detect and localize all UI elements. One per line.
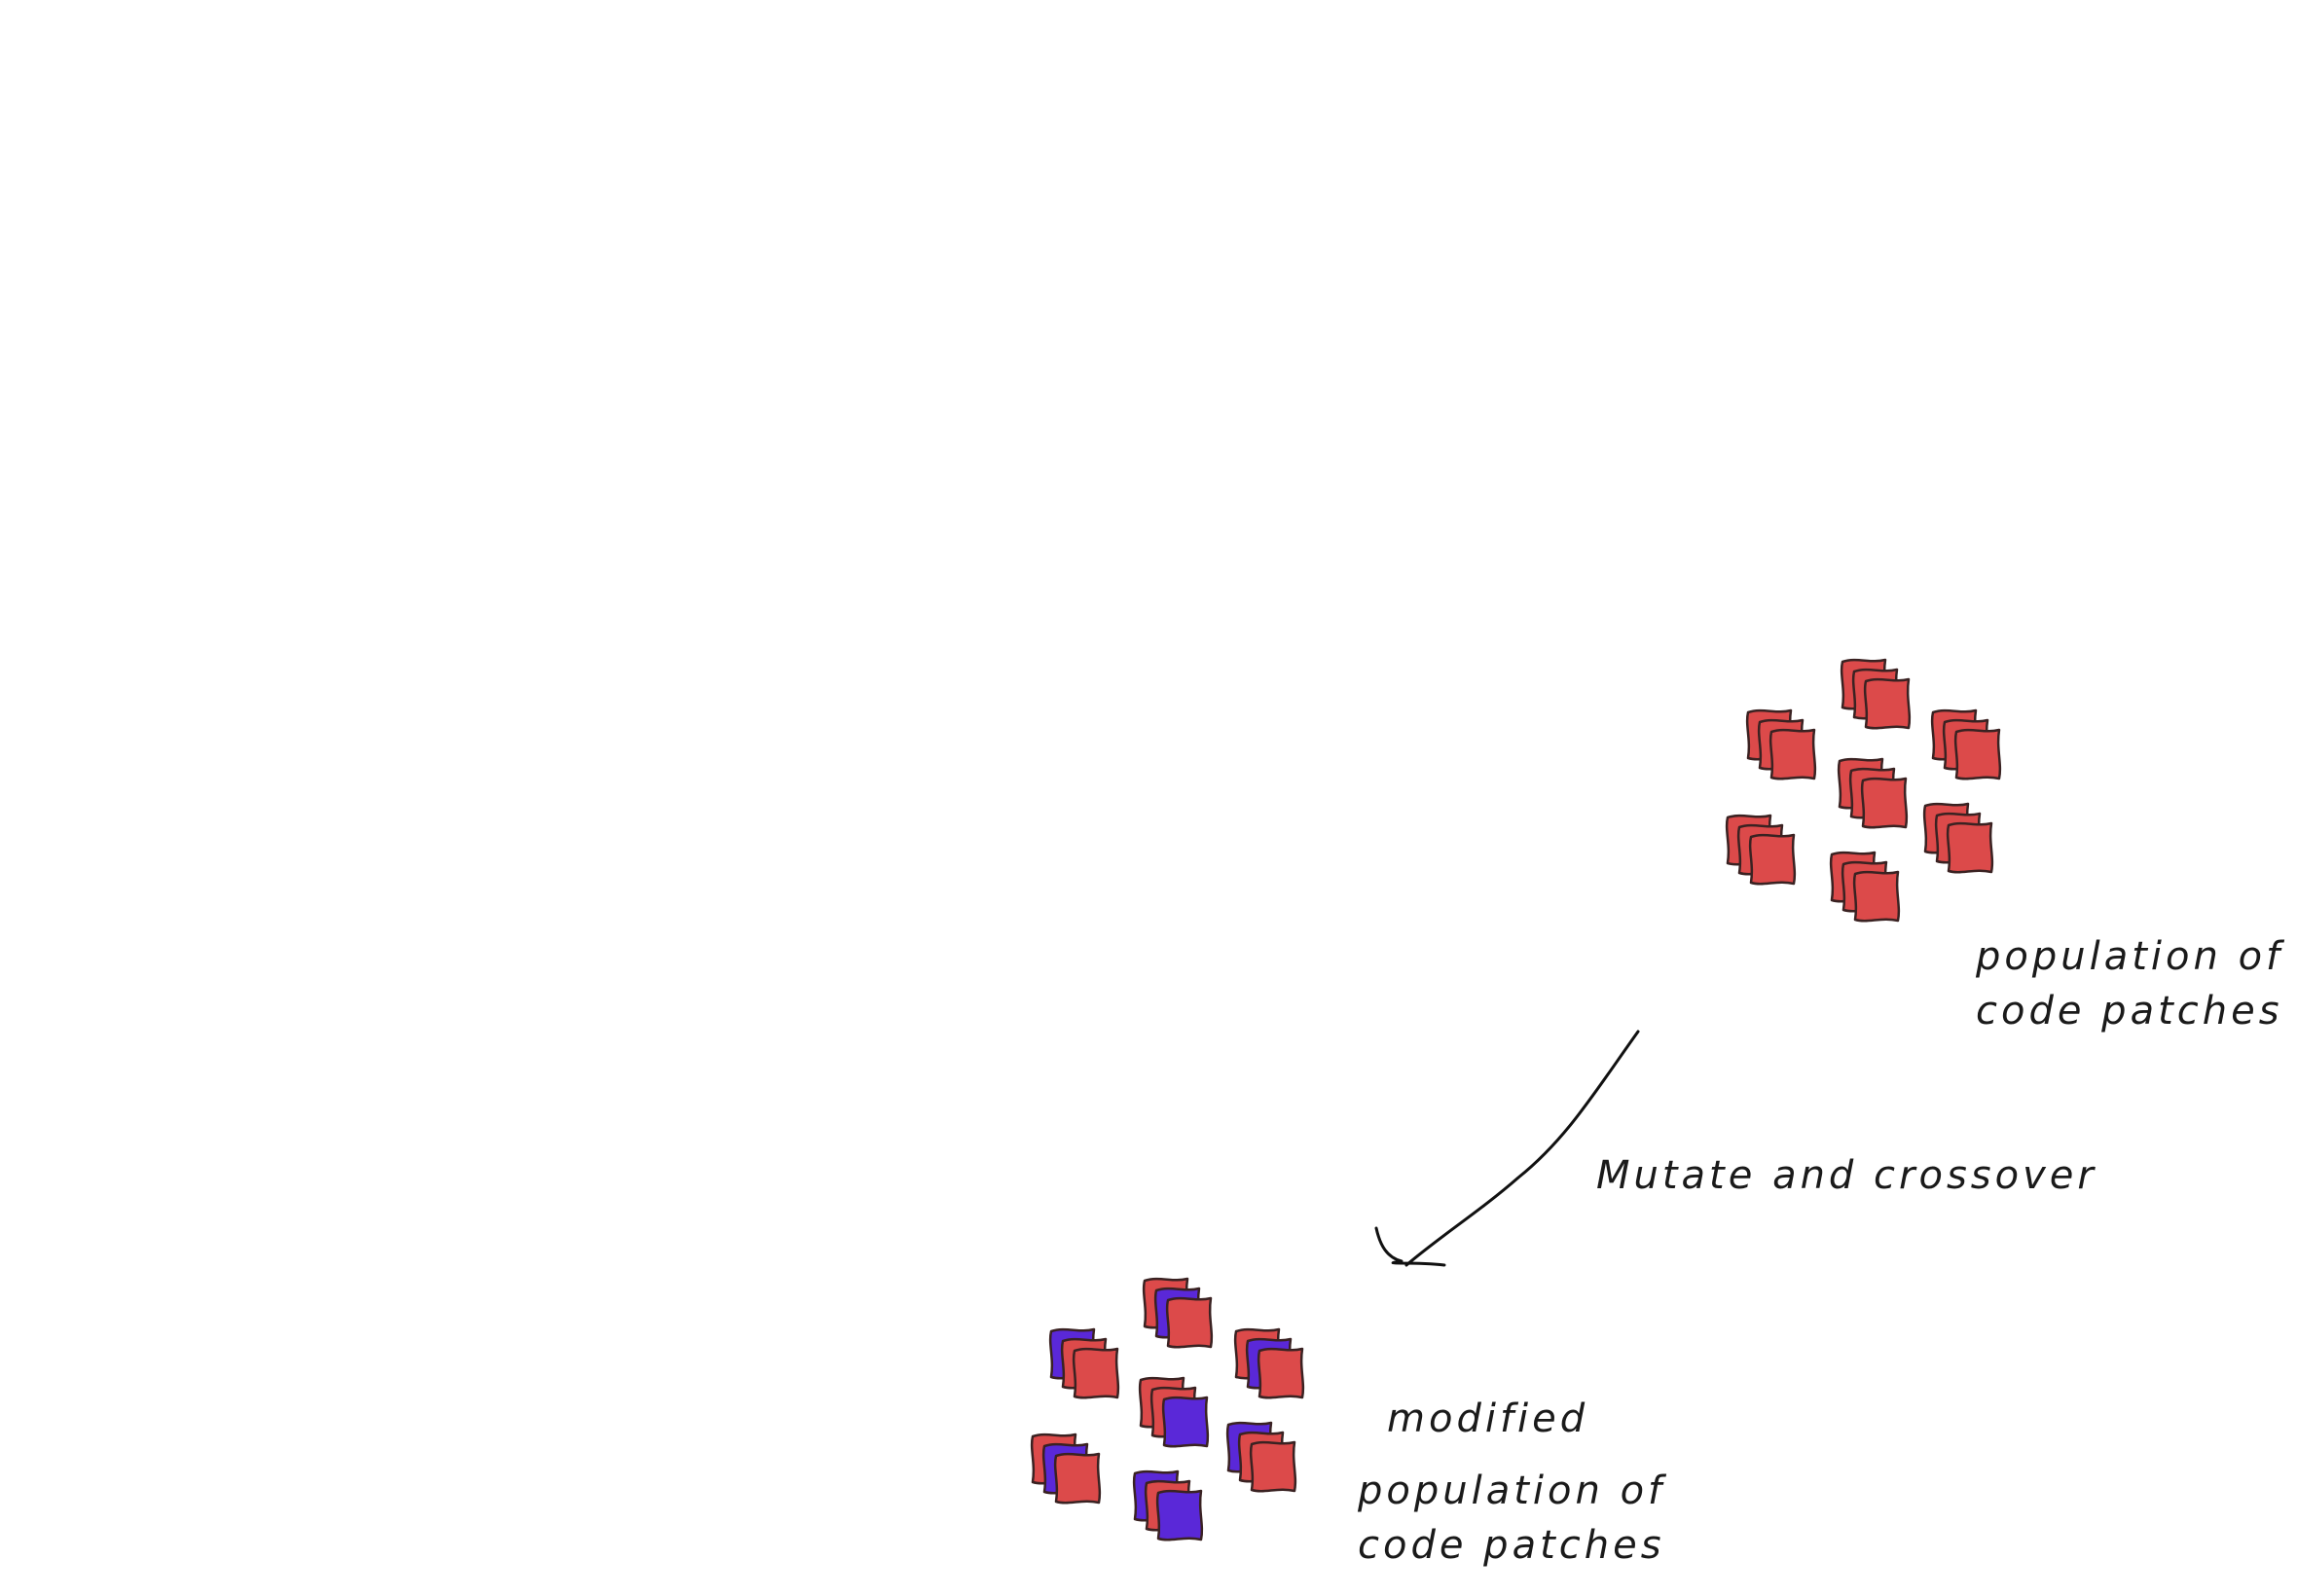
- code-patch-red: [1863, 677, 1912, 730]
- code-patch-red: [1053, 1452, 1102, 1505]
- modified-patch-stack: [1030, 1433, 1102, 1505]
- code-patch-red: [1852, 870, 1901, 923]
- arrow-head-icon: [1374, 1226, 1446, 1267]
- source-population-label-line-2: code patches: [1976, 989, 2283, 1034]
- arrow-label: Mutate and crossover: [1596, 1148, 2097, 1203]
- source-patch-stack: [1745, 708, 1817, 780]
- source-patch-stack: [1930, 708, 2002, 780]
- modified-patch-stack: [1048, 1327, 1120, 1399]
- code-patch-red: [1748, 833, 1797, 886]
- code-patch-red: [1072, 1347, 1120, 1399]
- modified-patch-stack: [1138, 1376, 1210, 1448]
- source-population-label-line-1: population of: [1976, 934, 2284, 979]
- modified-patch-stack: [1142, 1277, 1214, 1349]
- modified-population-cluster: [1030, 1277, 1305, 1542]
- modified-population-label-line-1: modified: [1387, 1396, 1589, 1441]
- modified-patch-stack: [1132, 1469, 1204, 1542]
- code-patch-red: [1860, 777, 1909, 829]
- mutate-crossover-arrow: [1374, 1030, 1640, 1267]
- modified-population-label-line-3: code patches: [1358, 1523, 1665, 1568]
- source-patch-stack: [1829, 851, 1901, 923]
- code-patch-red: [1768, 728, 1817, 780]
- modified-patch-stack: [1233, 1327, 1305, 1399]
- code-patch-red: [1257, 1347, 1305, 1399]
- code-patch-red: [1249, 1440, 1297, 1493]
- source-population-label: population of code patches: [1976, 929, 2283, 1038]
- arrow-label-text: Mutate and crossover: [1596, 1153, 2097, 1198]
- code-patch-red: [1946, 821, 1994, 874]
- source-patch-stack: [1840, 658, 1912, 730]
- arrow-shaft: [1404, 1030, 1640, 1267]
- source-patch-stack: [1725, 814, 1797, 886]
- code-patch-blue: [1155, 1489, 1204, 1542]
- source-patch-stack: [1837, 757, 1909, 829]
- modified-population-label-line-2: population of: [1358, 1469, 1666, 1513]
- modified-population-label: modified population of code patches: [1358, 1392, 1665, 1573]
- source-population-cluster: [1725, 658, 2002, 923]
- code-patch-red: [1953, 728, 2002, 780]
- modified-patch-stack: [1225, 1421, 1297, 1493]
- code-patch-red: [1165, 1296, 1214, 1349]
- source-patch-stack: [1922, 802, 1994, 874]
- code-patch-blue: [1161, 1396, 1210, 1448]
